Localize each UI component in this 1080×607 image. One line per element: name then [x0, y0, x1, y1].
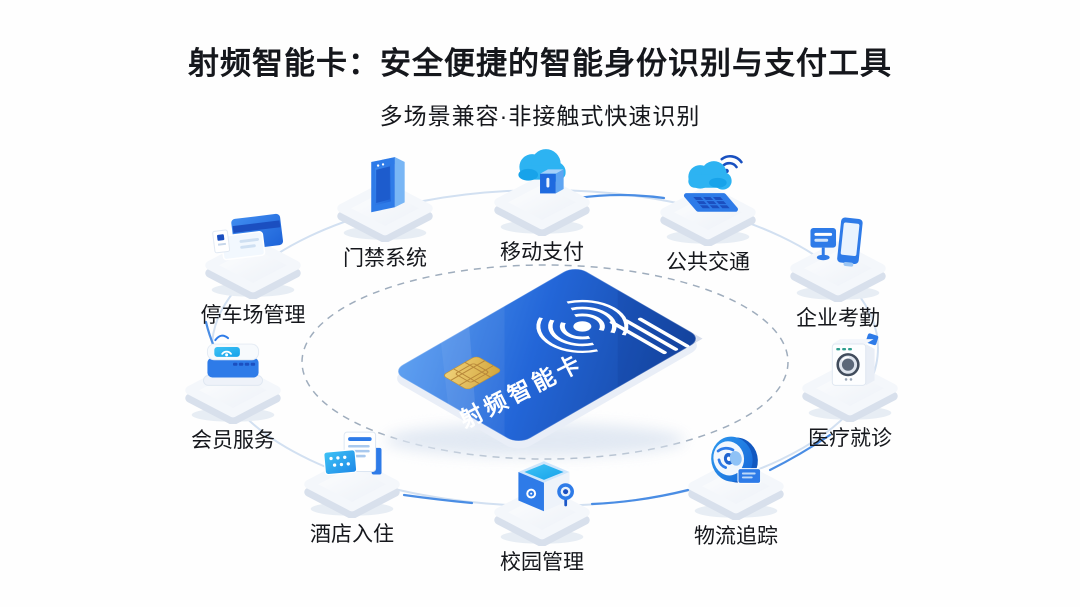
usage-node-medical-visit: 医疗就诊 [775, 328, 925, 452]
node-label: 会员服务 [191, 429, 275, 452]
inner-dashed-ellipse [301, 264, 789, 460]
node-label: 医疗就诊 [808, 427, 892, 450]
card-stripes [609, 317, 690, 354]
page-subtitle: 多场景兼容·非接触式快速识别 [379, 103, 701, 129]
card-body [391, 268, 703, 442]
public-transit-icon [649, 155, 767, 246]
phone-icon [837, 217, 863, 267]
member-service-icon [174, 334, 292, 424]
usage-node-campus-management: 校园管理 [467, 452, 617, 576]
node-label: 移动支付 [500, 241, 584, 264]
usage-node-access-control: 门禁系统 [310, 148, 460, 272]
campus-box-icon [483, 461, 601, 546]
parking-cards-icon [194, 213, 312, 299]
usage-node-enterprise-attendance: 企业考勤 [763, 208, 913, 332]
usage-node-parking-management: 停车场管理 [178, 205, 328, 329]
mobile-payment-icon [483, 149, 601, 236]
badge-sign-icon [810, 227, 837, 261]
cloud-icon [688, 161, 732, 190]
header: 射频智能卡：安全便捷的智能身份识别与支付工具 多场景兼容·非接触式快速识别 [0, 0, 1080, 131]
medical-device-icon [791, 333, 909, 422]
node-label: 企业考勤 [796, 307, 880, 330]
node-label: 酒店入住 [310, 523, 394, 546]
magnifier-icon [557, 483, 574, 507]
logistics-tag-icon [677, 436, 795, 520]
node-label: 物流追踪 [694, 525, 778, 548]
attendance-icon [779, 217, 897, 302]
hotel-checkin-icon [293, 431, 411, 518]
node-label: 停车场管理 [200, 304, 306, 327]
page-title: 射频智能卡：安全便捷的智能身份识别与支付工具 [188, 46, 892, 81]
smart-card-illustration: 射频智能卡 [385, 268, 703, 457]
card-chip [443, 356, 501, 390]
usage-node-hotel-checkin: 酒店入住 [277, 424, 427, 548]
node-label: 公共交通 [666, 251, 750, 274]
usage-node-member-service: 会员服务 [158, 330, 308, 454]
usage-node-public-transit: 公共交通 [633, 152, 783, 276]
node-label: 校园管理 [500, 551, 584, 574]
rfid-wave-icon [536, 299, 629, 353]
usage-node-logistics-tracking: 物流追踪 [661, 426, 811, 550]
node-label: 门禁系统 [343, 247, 427, 270]
usage-node-mobile-payment: 移动支付 [467, 142, 617, 266]
access-control-icon [326, 157, 444, 242]
